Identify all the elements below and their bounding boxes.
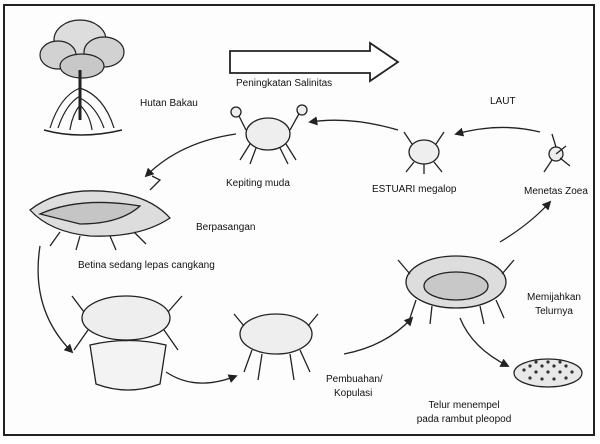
salinity-arrow-icon	[230, 43, 398, 81]
arrow-spawning-to-eggs	[460, 318, 508, 366]
estuary-megalopa-label: ESTUARI megalop	[372, 184, 456, 196]
hatch-zoea-label: Menetas Zoea	[524, 186, 588, 198]
sea-label: LAUT	[490, 96, 516, 108]
copulation-crab-icon	[234, 314, 318, 380]
mangrove-tree-icon	[40, 20, 124, 135]
egg-mass-icon	[514, 359, 582, 387]
salinity-label: Peningkatan Salinitas	[236, 78, 332, 90]
pairing-crabs-icon	[30, 176, 170, 250]
spawn-label-line2: Telurnya	[514, 306, 594, 318]
megalopa-icon	[404, 132, 444, 174]
eggs-label-line1: Telur menempel	[404, 400, 524, 412]
arrow-pairing-to-molting	[38, 246, 72, 352]
arrow-megalopa-to-young	[310, 120, 398, 130]
fertilization-label-line2: Kopulasi	[334, 388, 372, 400]
arrow-molting-to-copulation	[166, 372, 236, 383]
arrow-zoea-to-megalopa	[456, 127, 540, 134]
young-crab-label: Kepiting muda	[226, 178, 290, 190]
arrow-copulation-to-spawning	[344, 318, 412, 354]
mangrove-label: Hutan Bakau	[140, 98, 198, 110]
arrow-young-to-pairing	[146, 134, 236, 176]
spawning-crab-icon	[398, 256, 514, 324]
arrow-spawning-to-zoea	[500, 202, 550, 242]
zoea-icon	[544, 134, 570, 172]
young-crab-icon	[231, 105, 307, 164]
molting-crab-icon	[72, 296, 182, 390]
fertilization-label-line1: Pembuahan/	[326, 374, 383, 386]
molting-label: Betina sedang lepas cangkang	[78, 260, 215, 272]
eggs-label-line2: pada rambut pleopod	[404, 414, 524, 426]
pairing-label: Berpasangan	[196, 222, 256, 234]
spawn-label-line1: Memijahkan	[514, 292, 594, 304]
